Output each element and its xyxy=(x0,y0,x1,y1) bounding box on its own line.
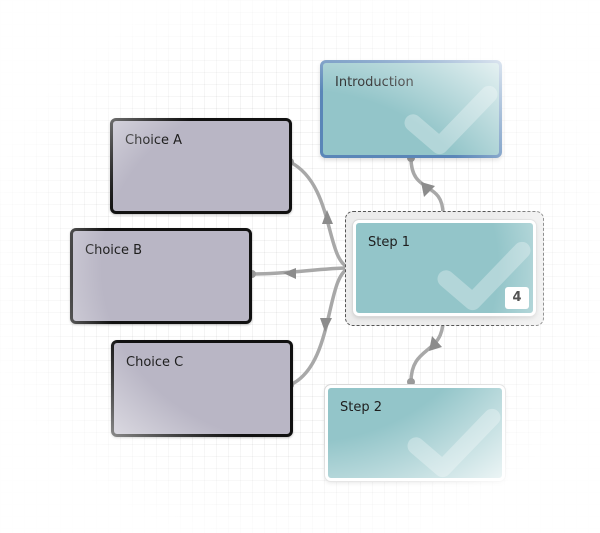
node-label: Step 2 xyxy=(340,400,383,415)
checkmark-icon xyxy=(404,85,498,155)
connector-step1-choice-c xyxy=(288,266,352,387)
node-label: Introduction xyxy=(335,75,414,90)
arrow-icon xyxy=(283,268,296,279)
checkmark-icon xyxy=(407,408,501,478)
connector-step1-choice-a xyxy=(288,160,352,270)
node-label: Step 1 xyxy=(368,235,411,250)
node-label: Choice B xyxy=(85,243,143,258)
connector-step1-choice-b xyxy=(250,266,352,276)
node-label: Choice C xyxy=(126,355,184,370)
connector-step1-step2 xyxy=(409,318,445,384)
node-choice-a[interactable]: Choice A xyxy=(110,118,292,214)
step-count-badge: 4 xyxy=(505,287,529,309)
node-step-1[interactable]: Step 1 4 xyxy=(353,220,536,316)
node-introduction[interactable]: Introduction xyxy=(320,60,502,158)
node-step-2[interactable]: Step 2 xyxy=(325,385,505,481)
arrow-icon xyxy=(320,318,332,332)
node-label: Choice A xyxy=(125,133,183,148)
node-choice-b[interactable]: Choice B xyxy=(70,228,252,324)
node-choice-c[interactable]: Choice C xyxy=(111,340,293,437)
